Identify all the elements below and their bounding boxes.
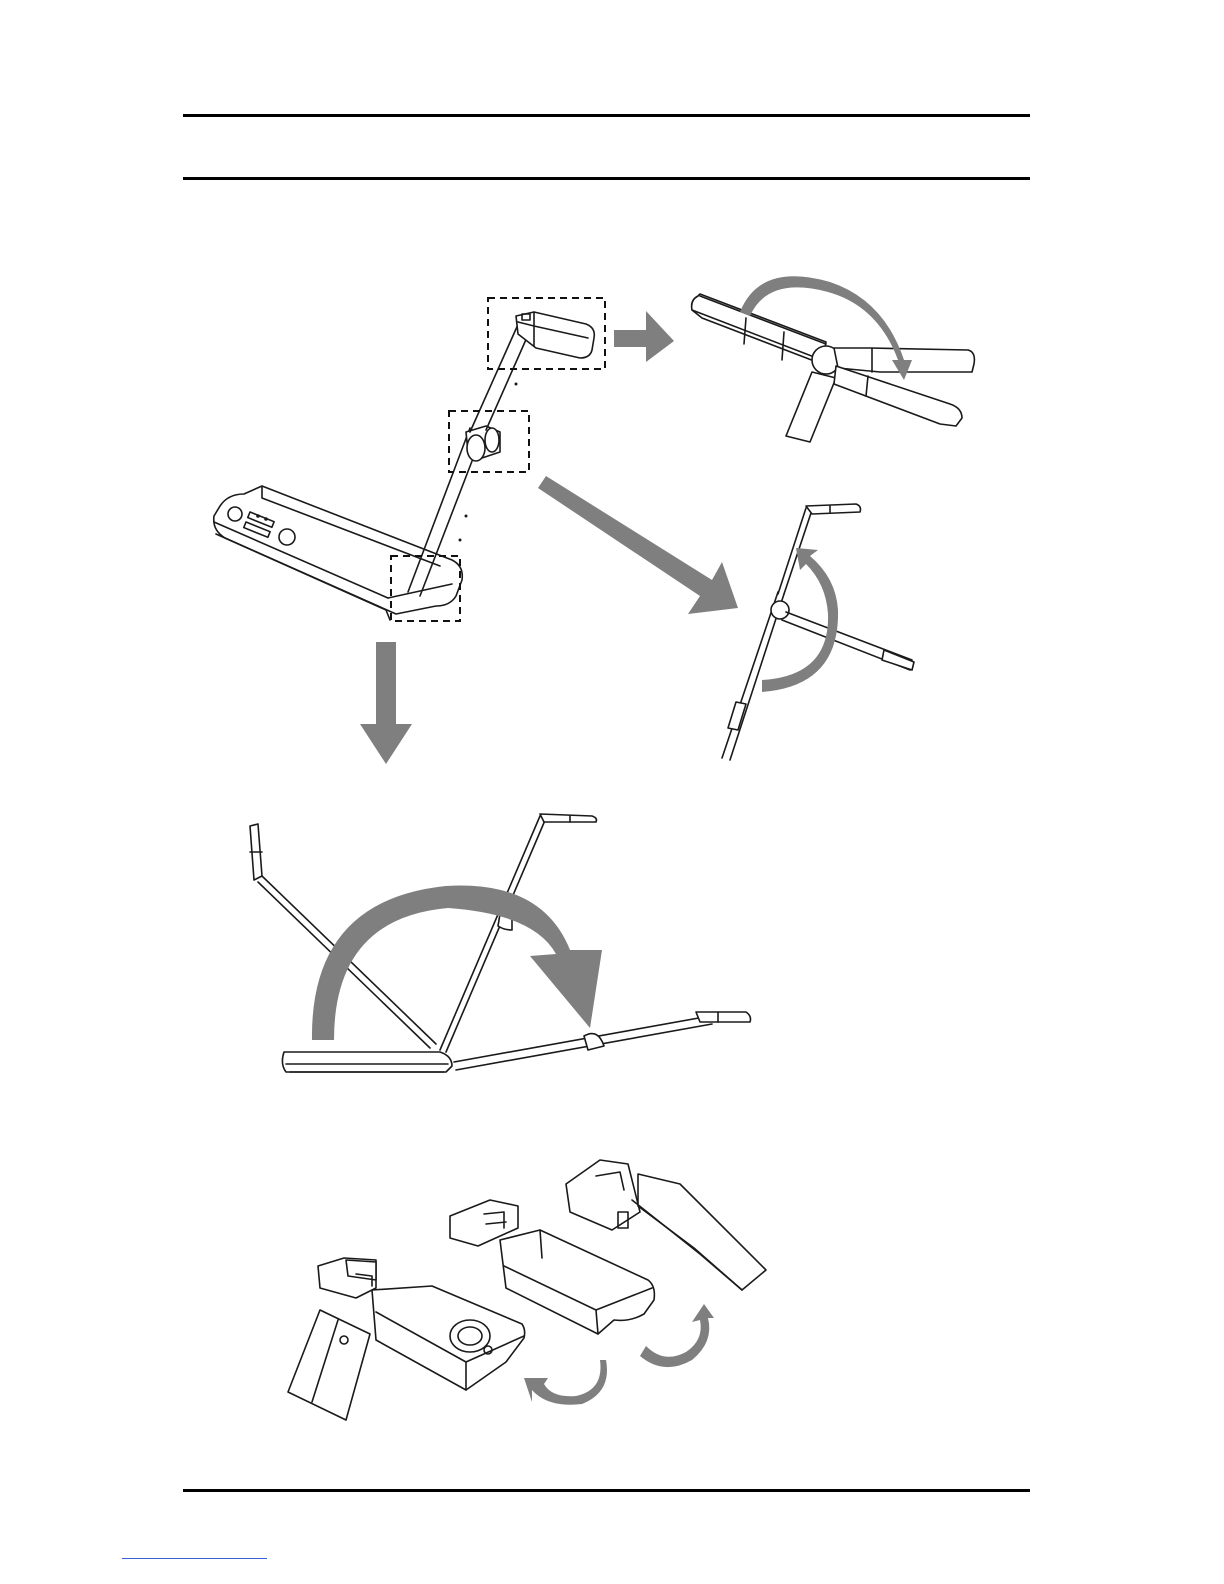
rotate-arrow-icon	[524, 1360, 607, 1405]
arrow-right-icon	[614, 311, 674, 362]
arm-fold-detail	[250, 814, 751, 1072]
rotate-arrow-icon	[762, 548, 838, 692]
arrow-diagonal-icon	[538, 476, 738, 614]
rotate-arrow-icon	[640, 1304, 714, 1367]
main-device	[214, 312, 595, 620]
arrow-down-icon	[360, 642, 412, 764]
head-rotation-detail	[692, 276, 975, 442]
fold-arrow-icon	[312, 886, 602, 1040]
head-positions-detail	[288, 1160, 766, 1420]
arm-joint-detail	[722, 504, 914, 760]
